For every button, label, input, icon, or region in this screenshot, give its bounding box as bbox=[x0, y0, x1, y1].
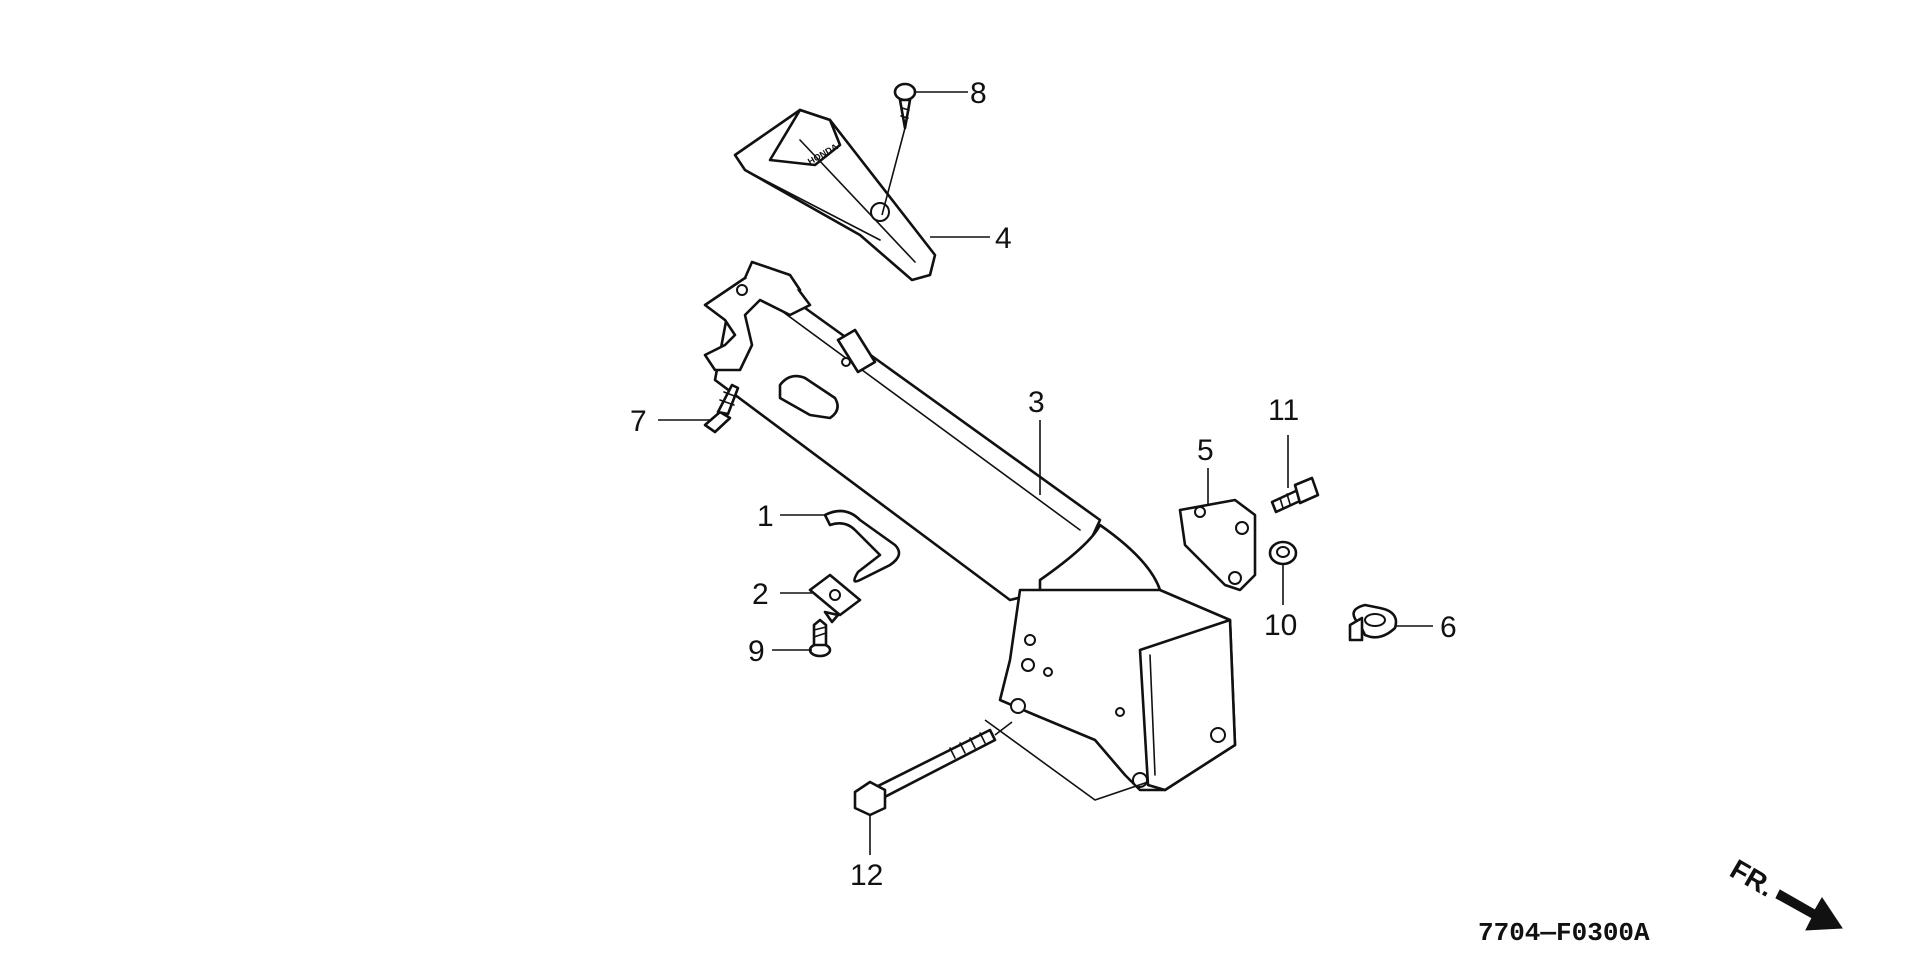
callout-2: 2 bbox=[752, 578, 769, 611]
callout-labels: 8 4 3 5 11 10 6 7 1 2 9 12 bbox=[630, 77, 1457, 892]
leader-lines bbox=[658, 91, 1433, 855]
screw-9 bbox=[808, 618, 832, 658]
frame-arm bbox=[703, 260, 1237, 792]
callout-5: 5 bbox=[1197, 434, 1214, 467]
callout-9: 9 bbox=[748, 635, 765, 668]
front-direction-indicator: FR. bbox=[1725, 853, 1843, 931]
mount-plate bbox=[1178, 498, 1257, 592]
long-bolt bbox=[853, 719, 1149, 817]
drawing-code: 7704—F0300A bbox=[1478, 918, 1650, 948]
wire-clip bbox=[823, 509, 901, 583]
screw-7 bbox=[703, 383, 740, 434]
direction-label: FR. bbox=[1725, 853, 1780, 902]
direction-arrow-icon bbox=[1775, 889, 1843, 931]
grip-cover: HONDA bbox=[733, 108, 937, 282]
bolt-11 bbox=[1270, 476, 1320, 514]
callout-1: 1 bbox=[757, 500, 774, 533]
callout-6: 6 bbox=[1440, 611, 1457, 644]
screw-8 bbox=[881, 82, 917, 216]
callout-11: 11 bbox=[1268, 394, 1299, 427]
callout-8: 8 bbox=[970, 77, 987, 110]
clip-nut bbox=[808, 573, 862, 624]
callout-3: 3 bbox=[1028, 386, 1045, 419]
callout-10: 10 bbox=[1264, 609, 1297, 642]
callout-12: 12 bbox=[850, 859, 883, 892]
band-clamp bbox=[1348, 603, 1398, 642]
callout-7: 7 bbox=[630, 405, 647, 438]
collar-10 bbox=[1268, 540, 1298, 566]
callout-4: 4 bbox=[995, 222, 1012, 255]
